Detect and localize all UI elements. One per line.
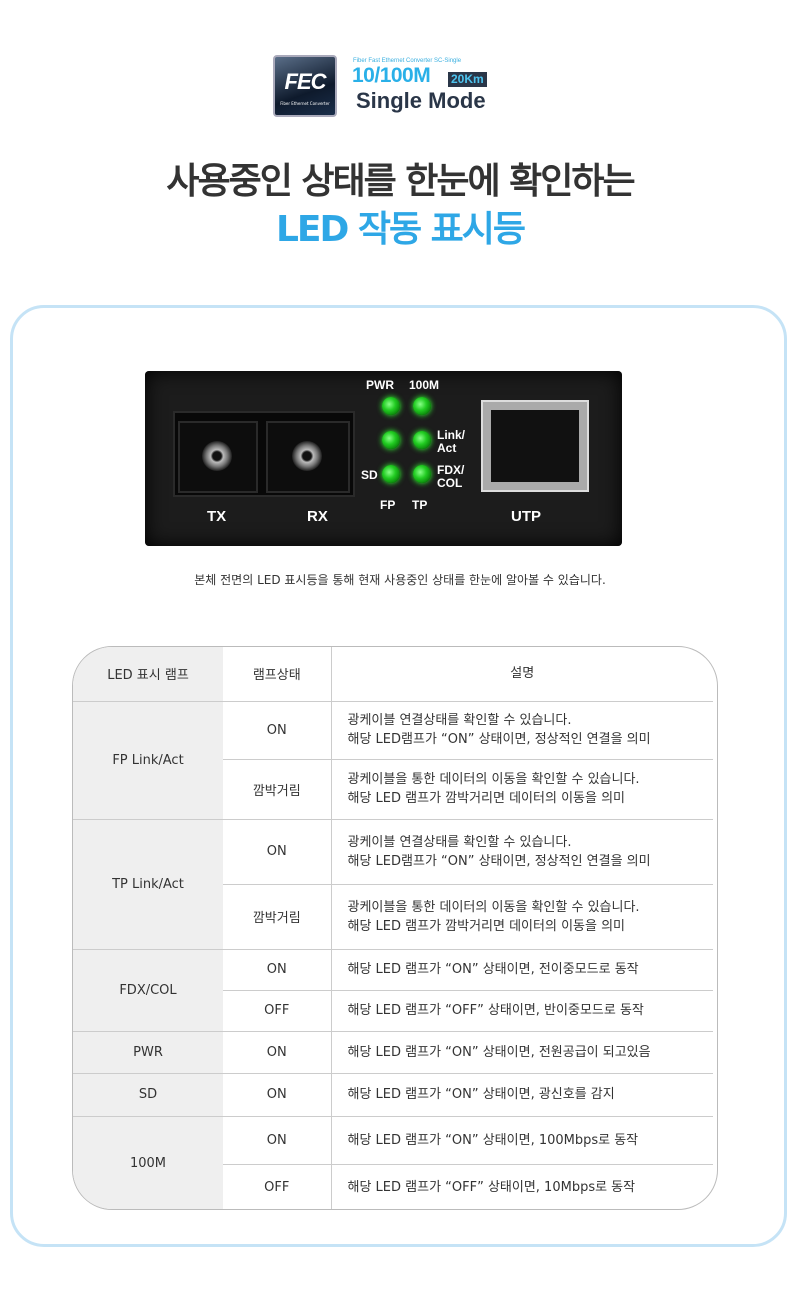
- lamp-name: SD: [73, 1073, 223, 1117]
- sd-label: SD: [361, 468, 378, 482]
- description-line: 해당 LED램프가 “ON” 상태이면, 정상적인 연결을 의미: [347, 732, 651, 747]
- pwr-led: [382, 397, 400, 415]
- 100m-label: 100M: [409, 378, 440, 392]
- lamp-name: FDX/COL: [73, 949, 223, 1032]
- rx-ferrule: [292, 441, 322, 471]
- lamp-description: 해당 LED 램프가 “ON” 상태이면, 100Mbps로 동작: [331, 1116, 713, 1165]
- fp-link-led: [382, 431, 400, 449]
- lamp-description: 광케이블을 통한 데이터의 이동을 확인할 수 있습니다. 해당 LED 램프가 …: [331, 884, 713, 950]
- lamp-description: 해당 LED 램프가 “ON” 상태이면, 광신호를 감지: [331, 1073, 713, 1117]
- header-lamp: LED 표시 램프: [73, 647, 223, 702]
- tx-port: [178, 421, 258, 493]
- headline: 사용중인 상태를 한눈에 확인하는: [166, 161, 635, 202]
- description-line: 광케이블을 통한 데이터의 이동을 확인할 수 있습니다.: [347, 899, 640, 915]
- utp-label: UTP: [511, 508, 541, 525]
- lamp-state: ON: [223, 701, 332, 760]
- fdx-label: FDX/: [437, 463, 465, 477]
- lamp-description: 해당 LED 램프가 “OFF” 상태이면, 반이중모드로 동작: [331, 990, 713, 1032]
- header-state: 램프상태: [223, 647, 332, 702]
- pwr-label: PWR: [366, 378, 394, 392]
- lamp-name: 100M: [73, 1116, 223, 1209]
- lamp-state: OFF: [223, 1164, 332, 1209]
- lamp-description: 해당 LED 램프가 “ON” 상태이면, 전이중모드로 동작: [331, 949, 713, 991]
- act-label: Act: [437, 441, 457, 455]
- lamp-name: PWR: [73, 1031, 223, 1074]
- lamp-state: ON: [223, 1031, 332, 1074]
- fp-label: FP: [380, 498, 396, 512]
- lamp-state: ON: [223, 949, 332, 991]
- lamp-state: OFF: [223, 990, 332, 1032]
- lamp-description: 광케이블 연결상태를 확인할 수 있습니다. 해당 LED램프가 “ON” 상태이…: [331, 701, 713, 760]
- description-line: 해당 LED램프가 “ON” 상태이면, 정상적인 연결을 의미: [347, 853, 651, 869]
- table-header: LED 표시 램프 램프상태 설명: [73, 647, 713, 702]
- 100m-led: [413, 397, 431, 415]
- distance-badge: 20Km: [448, 72, 487, 87]
- sd-led: [382, 465, 400, 483]
- fec-logo: FEC Fiber Ethernet Converter: [273, 55, 337, 117]
- description-line: 광케이블을 통한 데이터의 이동을 확인할 수 있습니다.: [347, 772, 640, 787]
- header-desc: 설명: [331, 647, 713, 702]
- col-label: COL: [437, 476, 463, 490]
- lamp-state: ON: [223, 1073, 332, 1117]
- lamp-description: 해당 LED 램프가 “ON” 상태이면, 전원공급이 되고있음: [331, 1031, 713, 1074]
- lamp-name: FP Link/Act: [73, 701, 223, 820]
- lamp-description: 광케이블 연결상태를 확인할 수 있습니다. 해당 LED램프가 “ON” 상태이…: [331, 819, 713, 885]
- link-label: Link/: [437, 428, 466, 442]
- lamp-state: 깜박거림: [223, 759, 332, 820]
- tp-label: TP: [412, 498, 428, 512]
- rx-label: RX: [307, 508, 328, 525]
- content-card: [10, 305, 787, 1247]
- description-line: 해당 LED 램프가 “OFF” 상태이면, 반이중모드로 동작: [347, 1003, 644, 1018]
- rx-port: [266, 421, 350, 493]
- tx-ferrule: [202, 441, 232, 471]
- lamp-description: 해당 LED 램프가 “OFF” 상태이면, 10Mbps로 동작: [331, 1164, 713, 1209]
- description-line: 해당 LED 램프가 “ON” 상태이면, 100Mbps로 동작: [347, 1132, 639, 1148]
- lamp-state: ON: [223, 819, 332, 885]
- description-line: 광케이블 연결상태를 확인할 수 있습니다.: [347, 713, 572, 728]
- lamp-state: ON: [223, 1116, 332, 1165]
- description-line: 해당 LED 램프가 “ON” 상태이면, 전원공급이 되고있음: [347, 1044, 651, 1060]
- device-front-panel: TX RX PWR 100M Link/ Act FDX/ COL SD FP …: [145, 371, 622, 546]
- table-row: OFF 해당 LED 램프가 “OFF” 상태이면, 반이중모드로 동작: [73, 990, 713, 1032]
- product-speed: 10/100M: [352, 64, 431, 87]
- fdx-col-led: [413, 465, 431, 483]
- description-line: 해당 LED 램프가 “OFF” 상태이면, 10Mbps로 동작: [347, 1180, 636, 1196]
- product-mode: Single Mode: [356, 88, 486, 113]
- product-subtitle: Fiber Fast Ethernet Converter SC-Single: [353, 58, 462, 64]
- headline-accent: LED 작동 표시등: [275, 209, 526, 250]
- description-line: 해당 LED 램프가 깜박거리면 데이터의 이동을 의미: [347, 918, 626, 934]
- description-line: 해당 LED 램프가 깜박거리면 데이터의 이동을 의미: [347, 791, 626, 806]
- utp-port: [481, 400, 589, 492]
- table-row: OFF 해당 LED 램프가 “OFF” 상태이면, 10Mbps로 동작: [73, 1164, 713, 1209]
- tp-link-led: [413, 431, 431, 449]
- logo-subtext: Fiber Ethernet Converter: [280, 101, 330, 106]
- caption: 본체 전면의 LED 표시등을 통해 현재 사용중인 상태를 한눈에 알아볼 수…: [194, 573, 606, 587]
- lamp-state: 깜박거림: [223, 884, 332, 950]
- lamp-description: 광케이블을 통한 데이터의 이동을 확인할 수 있습니다. 해당 LED 램프가 …: [331, 759, 713, 820]
- logo-text: FEC: [284, 69, 327, 94]
- description-line: 광케이블 연결상태를 확인할 수 있습니다.: [347, 834, 572, 850]
- table-row: 깜박거림 광케이블을 통한 데이터의 이동을 확인할 수 있습니다. 해당 LED …: [73, 884, 713, 950]
- description-line: 해당 LED 램프가 “ON” 상태이면, 전이중모드로 동작: [347, 962, 639, 977]
- table-row: 깜박거림 광케이블을 통한 데이터의 이동을 확인할 수 있습니다. 해당 LED …: [73, 759, 713, 820]
- description-line: 해당 LED 램프가 “ON” 상태이면, 광신호를 감지: [347, 1087, 615, 1102]
- tx-label: TX: [207, 508, 227, 525]
- lamp-name: TP Link/Act: [73, 819, 223, 950]
